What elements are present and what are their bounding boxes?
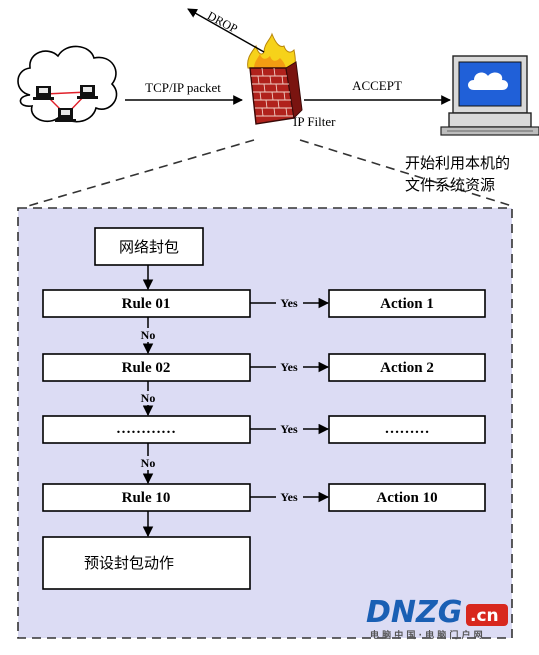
default-action-label: 预设封包动作 bbox=[84, 554, 174, 572]
rule-label: Rule 10 bbox=[122, 490, 171, 506]
computer-node-icon bbox=[55, 108, 76, 122]
rule-box bbox=[42, 415, 251, 444]
dnzg-watermark-logo: DNZG .cn 电 脑 中 国 · 电 脑 门 户 网 bbox=[366, 595, 508, 641]
computer-node-icon bbox=[33, 86, 54, 100]
yes-label: Yes bbox=[280, 422, 298, 436]
start-label: 网络封包 bbox=[119, 238, 179, 256]
yes-label: Yes bbox=[280, 360, 298, 374]
watermark-brand: DNZG bbox=[366, 595, 462, 630]
rule-box bbox=[42, 483, 251, 512]
default-box bbox=[42, 536, 251, 590]
zoom-line-left bbox=[27, 139, 255, 207]
action-box bbox=[328, 415, 486, 444]
no-label: No bbox=[141, 391, 156, 405]
computer-icon bbox=[440, 55, 539, 136]
accept-label: ACCEPT bbox=[352, 78, 402, 93]
rule-label: Rule 02 bbox=[122, 360, 171, 376]
computer-node-icon bbox=[77, 85, 98, 99]
watermark-tld: .cn bbox=[470, 606, 499, 626]
yes-label: Yes bbox=[280, 490, 298, 504]
action-label: Action 10 bbox=[376, 490, 437, 506]
filter-label: IP Filter bbox=[293, 114, 336, 129]
action-box bbox=[328, 289, 486, 318]
action-box bbox=[328, 353, 486, 382]
drop-arrow bbox=[187, 8, 265, 53]
drop-label: DROP bbox=[205, 8, 240, 36]
local-use-line-2: 文件系统资源 bbox=[405, 176, 495, 194]
no-label: No bbox=[141, 328, 156, 342]
firewall-icon bbox=[247, 32, 303, 125]
rule-label: ………… bbox=[116, 421, 176, 437]
action-label: Action 2 bbox=[380, 360, 434, 376]
start-box bbox=[94, 227, 204, 266]
rule-box bbox=[42, 289, 251, 318]
action-label: ……… bbox=[385, 421, 430, 437]
no-label: No bbox=[141, 456, 156, 470]
rule-label: Rule 01 bbox=[122, 296, 171, 312]
zoom-line-right bbox=[299, 139, 513, 207]
local-use-line-1: 开始利用本机的 bbox=[405, 154, 510, 172]
watermark-tagline: 电 脑 中 国 · 电 脑 门 户 网 bbox=[370, 629, 483, 641]
network-cloud-icon bbox=[17, 45, 118, 123]
packet-label: TCP/IP packet bbox=[145, 80, 221, 95]
action-label: Action 1 bbox=[380, 296, 434, 312]
yes-label: Yes bbox=[280, 296, 298, 310]
